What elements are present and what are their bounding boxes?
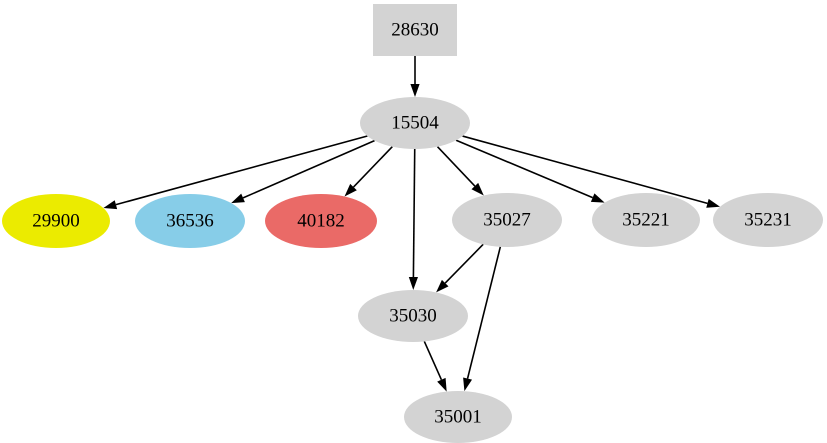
node-ellipse-shape[interactable] — [592, 193, 700, 247]
graph-node-35030[interactable]: 35030 — [358, 290, 468, 342]
node-ellipse-shape[interactable] — [135, 194, 245, 248]
graph-node-36536[interactable]: 36536 — [135, 194, 245, 248]
graph-node-29900[interactable]: 29900 — [2, 194, 110, 248]
graph-edge — [231, 139, 375, 204]
graph-node-35027[interactable]: 35027 — [452, 193, 562, 247]
graph-node-15504[interactable]: 15504 — [360, 97, 470, 149]
node-ellipse-shape[interactable] — [358, 290, 468, 342]
graph-node-40182[interactable]: 40182 — [265, 194, 377, 248]
graph-edge — [463, 246, 502, 392]
graph-edge — [344, 146, 393, 197]
node-ellipse-shape[interactable] — [452, 193, 562, 247]
graph-edge — [408, 148, 418, 290]
graph-node-35231[interactable]: 35231 — [713, 193, 823, 247]
graph-node-35001[interactable]: 35001 — [404, 391, 512, 443]
node-ellipse-shape[interactable] — [360, 97, 470, 149]
node-box-shape[interactable] — [373, 4, 457, 56]
graph-edge — [423, 341, 447, 392]
edge-layer — [103, 56, 721, 392]
graph-node-35221[interactable]: 35221 — [592, 193, 700, 247]
node-ellipse-shape[interactable] — [2, 194, 110, 248]
graph-edge — [410, 56, 420, 97]
node-ellipse-shape[interactable] — [713, 193, 823, 247]
node-ellipse-shape[interactable] — [404, 391, 512, 443]
node-ellipse-shape[interactable] — [265, 194, 377, 248]
graph-node-28630[interactable]: 28630 — [373, 4, 457, 56]
graph-edge — [436, 243, 484, 293]
graph-edge — [462, 135, 721, 208]
graph-edge — [436, 146, 484, 196]
graph-edge — [455, 139, 605, 203]
graph-edge — [103, 135, 368, 210]
